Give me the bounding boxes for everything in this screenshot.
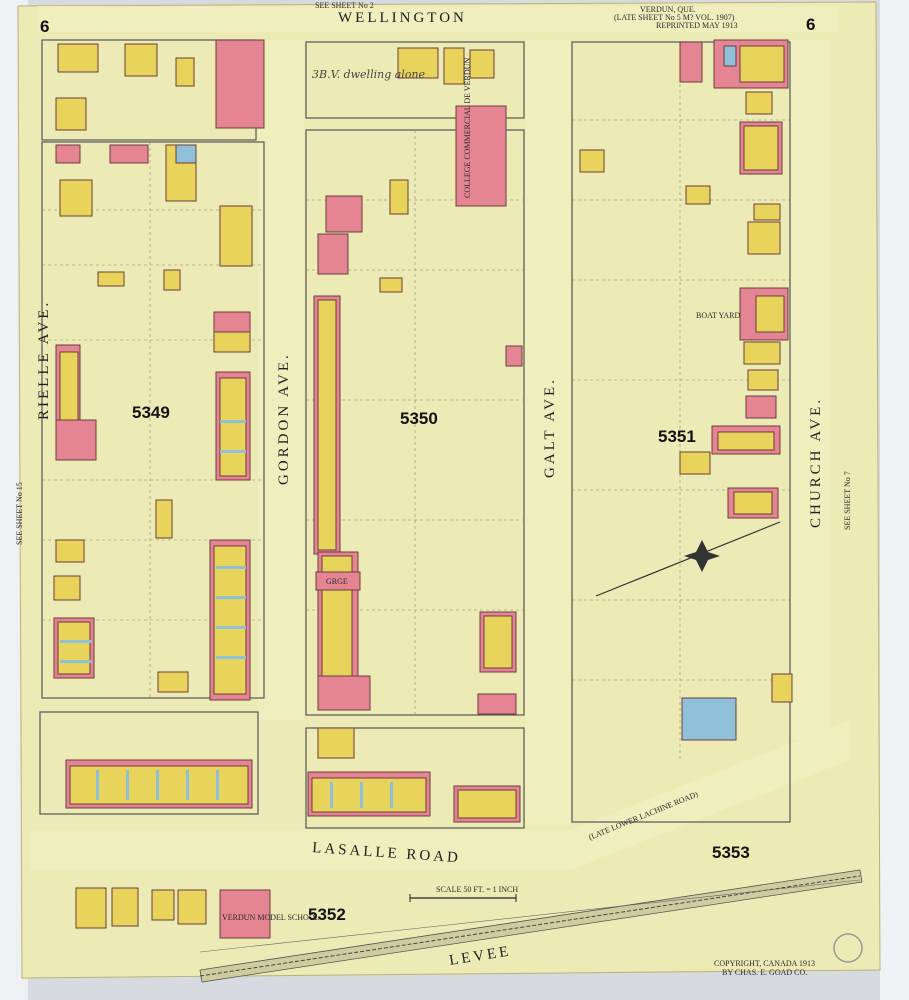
block-number-5352: 5352 [308,905,346,924]
header-right-line2: (LATE SHEET No 5 M? VOL. 1907) [614,13,735,22]
church-ave-street [790,40,830,740]
street-rielle-ave: RIELLE AVE. [36,300,52,420]
street-galt-ave: GALT AVE. [542,377,558,478]
right-page-edge [880,0,909,1000]
lasalle-road-street [30,720,850,870]
block-outline-5349 [41,141,265,699]
header-left-note: SEE SHEET No 2 [315,1,374,10]
boat-yard-label: BOAT YARD [696,311,740,320]
block-outline-5350-north [305,41,525,119]
block-number-5353: 5353 [712,843,750,862]
stone-stripes-south [96,770,393,808]
compass-icon [595,521,781,597]
street-church-ave: CHURCH AVE. [808,397,824,528]
block-outline-south-mid [305,727,525,829]
galt-ave-street [525,40,571,825]
block-number-5351: 5351 [658,427,696,446]
block-number-5349: 5349 [132,403,170,422]
sheet-number-left: 6 [40,17,49,36]
garage-label: GRGE [326,577,348,586]
street-gordon-ave: GORDON AVE. [276,352,292,485]
gordon-ave-street [258,40,304,720]
school-label: VERDUN MODEL SCHOOL [222,913,320,922]
header-right-line1: VERDUN, QUE. [640,5,696,14]
see-sheet-right: SEE SHEET No 7 [843,471,852,530]
sheet-number-right: 6 [806,15,815,34]
street-wellington: WELLINGTON [338,10,467,26]
pool-building [681,697,737,741]
wellington-street [38,6,838,32]
scale-bar: SCALE 50 FT. = 1 INCH [409,885,518,902]
see-sheet-left: SEE SHEET No 15 [15,482,24,545]
college-building [455,105,507,207]
college-label: COLLEGE COMMERCIAL DE VERDUN [463,58,472,198]
red-brick-building [215,39,265,129]
handwritten-annotation: 3B.V. dwelling alone [312,68,426,81]
copyright-line1: COPYRIGHT, CANADA 1913 [714,959,815,968]
buildings-5351 [579,39,793,741]
block-outline-south-left [39,711,259,815]
buildings-5350 [313,47,523,715]
copyright-line2: BY CHAS. E. GOAD CO. [722,968,807,977]
scale-label: SCALE 50 FT. = 1 INCH [436,885,518,894]
stone-stripes-5349 [60,420,246,663]
model-school-building [219,889,271,939]
levee-railway [199,869,863,983]
seal-icon [833,933,863,963]
header-right-line3: REPRINTED MAY 1913 [656,21,738,30]
garage-building [315,571,361,591]
block-number-5350: 5350 [400,409,438,428]
buildings-5349 [53,39,265,701]
